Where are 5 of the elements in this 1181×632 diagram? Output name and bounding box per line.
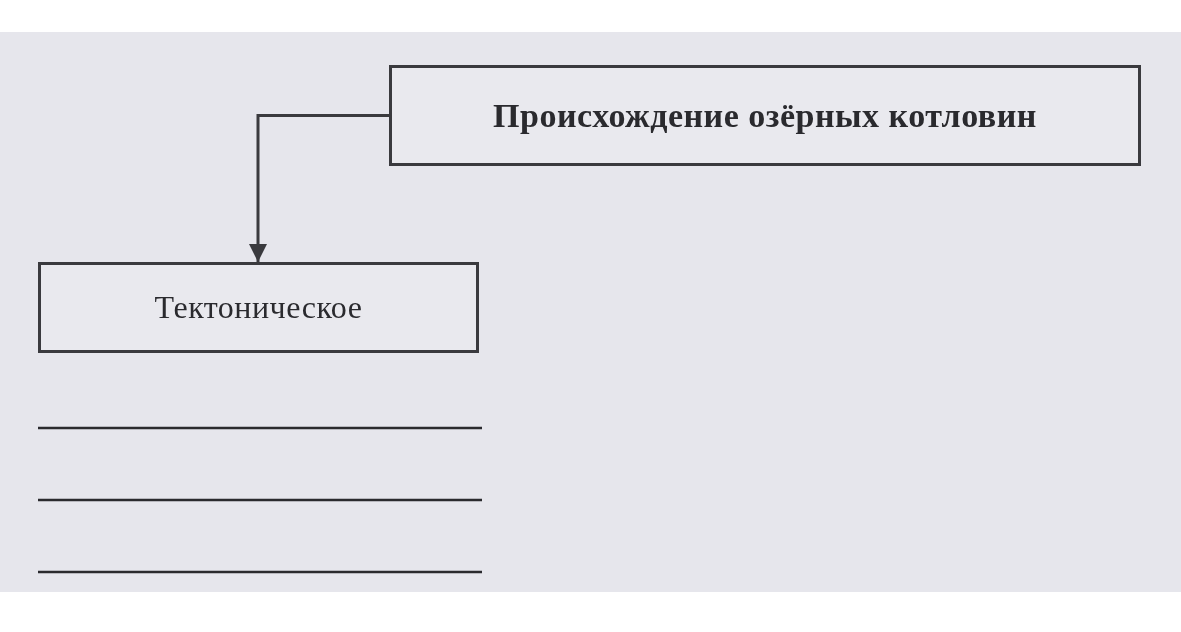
box-label: Происхождение озёрных котловин	[493, 96, 1037, 135]
arrow	[249, 114, 389, 262]
text-box	[389, 65, 1141, 166]
text-box	[38, 262, 479, 353]
box-label: Тектоническое	[154, 289, 363, 326]
